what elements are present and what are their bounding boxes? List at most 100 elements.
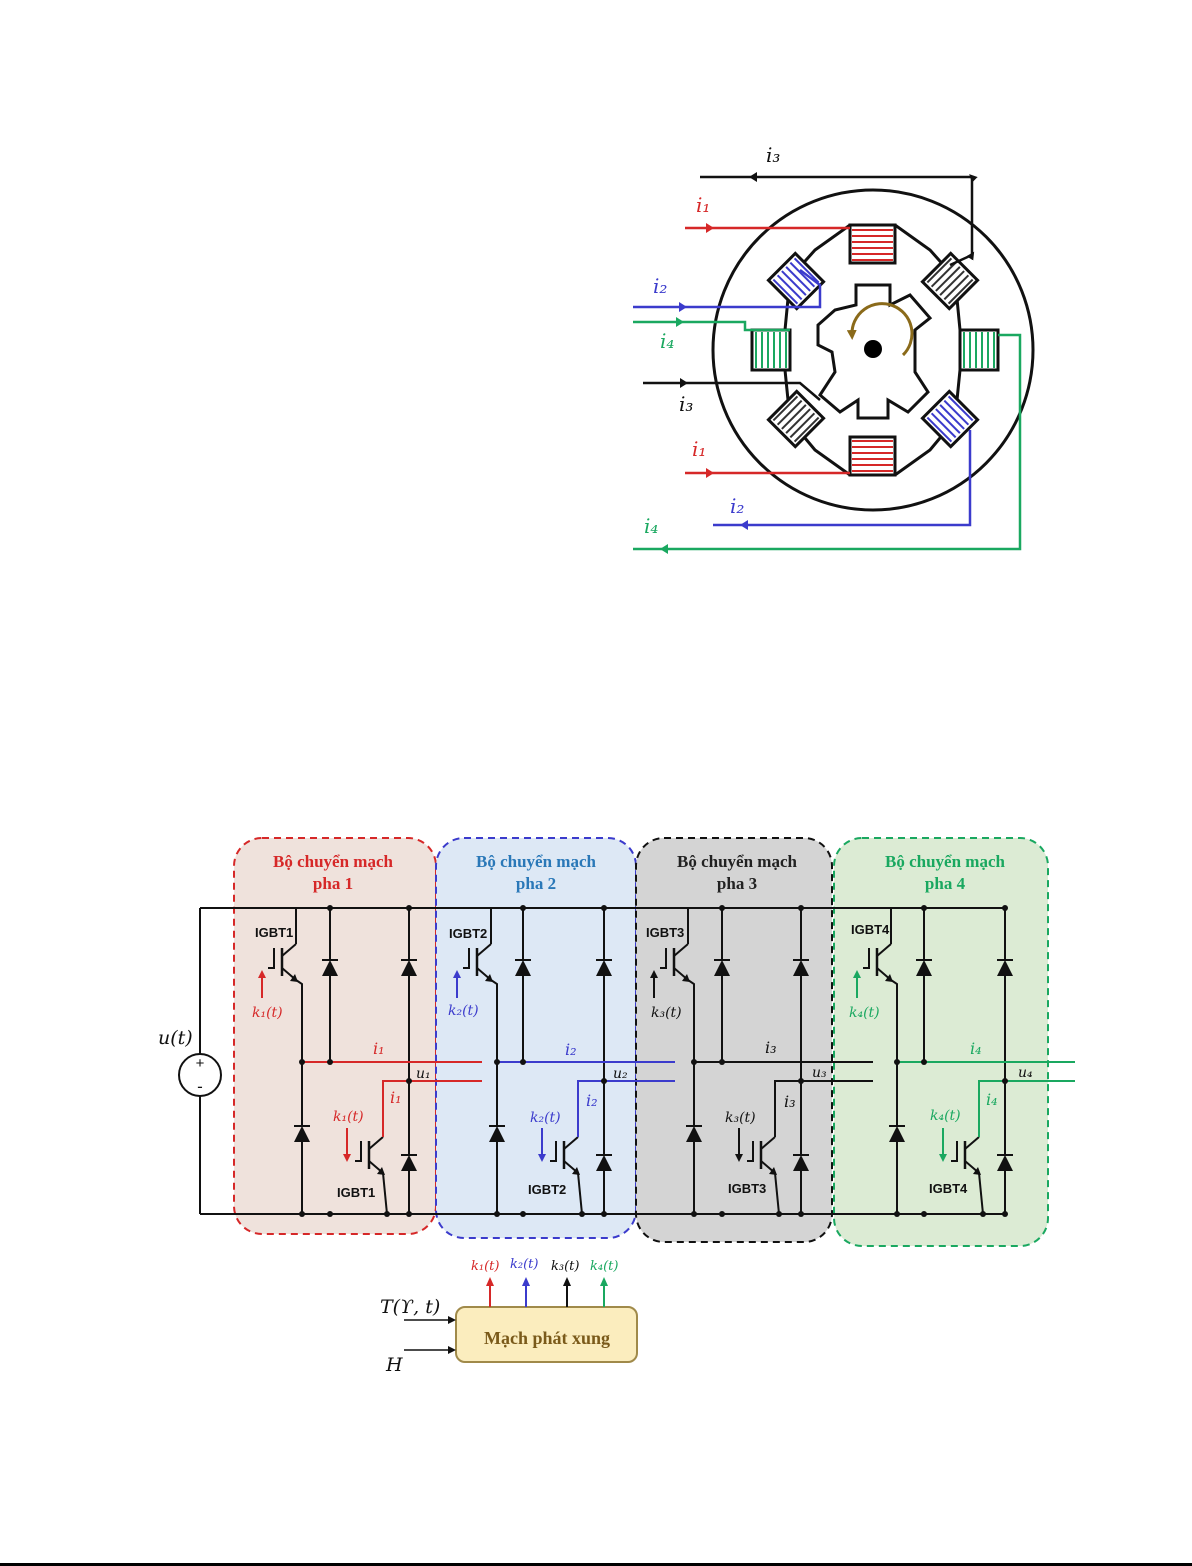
phase2-top-node-0 xyxy=(520,905,526,911)
phase3-igbt-top-label: IGBT3 xyxy=(646,925,684,940)
phase1-node-upper xyxy=(299,1059,305,1065)
label-i1-bottom: i₁ xyxy=(692,437,706,461)
phase2-k-bottom-label: k₂(t) xyxy=(530,1110,561,1126)
phase3-title-line2: pha 3 xyxy=(717,874,757,893)
phase3-i-lower-label: i₃ xyxy=(784,1092,796,1111)
pulse-generator-label: Mạch phát xung xyxy=(484,1328,610,1348)
phase2-node-diode xyxy=(520,1059,526,1065)
input-H-arrow-icon xyxy=(448,1346,456,1354)
phase2-title-line2: pha 2 xyxy=(516,874,556,893)
source-label: u(t) xyxy=(158,1027,193,1049)
phase1-node-lower xyxy=(406,1078,412,1084)
phase2-u-label: u₂ xyxy=(613,1066,628,1082)
phase1-box xyxy=(234,838,436,1234)
phase4-rail-node-2 xyxy=(980,1211,986,1217)
phase3-u-label: u₃ xyxy=(812,1065,827,1081)
phase4-node-upper xyxy=(894,1059,900,1065)
output-k2-label: k₂(t) xyxy=(510,1257,538,1272)
phase1-k-top-label: k₁(t) xyxy=(252,1005,283,1021)
phase1-title-line2: pha 1 xyxy=(313,874,353,893)
phase3-igbt-bottom-label: IGBT3 xyxy=(728,1181,766,1196)
phase2-rail-node-3 xyxy=(601,1211,607,1217)
phase2-igbt-bottom-label: IGBT2 xyxy=(528,1182,566,1197)
label-i3-mid: i₃ xyxy=(679,392,693,416)
phase4-i-upper-label: i₄ xyxy=(970,1039,982,1058)
label-i4-bottom: i₄ xyxy=(644,514,658,538)
phase4-title-line1: Bộ chuyển mạch xyxy=(885,852,1006,871)
phase1-title-line1: Bộ chuyển mạch xyxy=(273,852,394,871)
label-i2-bottom: i₂ xyxy=(730,494,744,518)
phase2-rail-node-1 xyxy=(520,1211,526,1217)
phase1-node-diode xyxy=(327,1059,333,1065)
phase2-igbt-top-label: IGBT2 xyxy=(449,926,487,941)
motor-cross-section: i₃ i₁ i₂ i₄ i₃ i₁ i₂ i₄ xyxy=(633,143,1033,554)
output-k4-label: k₄(t) xyxy=(590,1259,618,1274)
phase4-title-line2: pha 4 xyxy=(925,874,966,893)
pulse-generator: Mạch phát xung T(ϒ, t) H k₁(t) k₂(t) k₃(… xyxy=(380,1257,637,1376)
phase1-i-upper-label: i₁ xyxy=(373,1039,385,1058)
input-T-arrow-icon xyxy=(448,1316,456,1324)
phase3-node-upper xyxy=(691,1059,697,1065)
label-i1-top: i₁ xyxy=(696,193,710,217)
phase2-rail-node-2 xyxy=(579,1211,585,1217)
phase4-k-bottom-label: k₄(t) xyxy=(930,1108,961,1124)
phase3-rail-node-3 xyxy=(798,1211,804,1217)
phase1-rail-node-0 xyxy=(299,1211,305,1217)
phase2-i-lower-label: i₂ xyxy=(586,1091,598,1110)
phase3-title-line1: Bộ chuyển mạch xyxy=(677,852,798,871)
phase1-rail-node-3 xyxy=(406,1211,412,1217)
phase4-k-top-label: k₄(t) xyxy=(849,1005,880,1021)
output-k1-label: k₁(t) xyxy=(471,1259,499,1274)
dc-source-plus: + xyxy=(196,1055,205,1072)
phase3-top-node-1 xyxy=(798,905,804,911)
phase2-title-line1: Bộ chuyển mạch xyxy=(476,852,597,871)
phase1-i-lower-label: i₁ xyxy=(390,1088,402,1107)
phase3-rail-node-1 xyxy=(719,1211,725,1217)
phase4-rail-node-3 xyxy=(1002,1211,1008,1217)
dc-source-minus: - xyxy=(197,1077,203,1096)
phase3-rail-node-2 xyxy=(776,1211,782,1217)
phase4-top-node-1 xyxy=(1002,905,1008,911)
phase1-rail-node-2 xyxy=(384,1211,390,1217)
phase3-top-node-0 xyxy=(719,905,725,911)
label-i2-top: i₂ xyxy=(653,274,667,298)
phase2-box xyxy=(436,838,636,1238)
phase3-rail-node-0 xyxy=(691,1211,697,1217)
phase2-k-top-label: k₂(t) xyxy=(448,1003,479,1019)
phase2-rail-node-0 xyxy=(494,1211,500,1217)
phase4-igbt-top-label: IGBT4 xyxy=(851,922,890,937)
phase3-i-upper-label: i₃ xyxy=(765,1038,777,1057)
phase4-i-lower-label: i₄ xyxy=(986,1090,998,1109)
phase3-k-top-label: k₃(t) xyxy=(651,1005,682,1021)
phase1-igbt-bottom-label: IGBT1 xyxy=(337,1185,375,1200)
phase4-top-node-0 xyxy=(921,905,927,911)
phase1-igbt-top-label: IGBT1 xyxy=(255,925,293,940)
phase2-node-upper xyxy=(494,1059,500,1065)
phase3-node-lower xyxy=(798,1078,804,1084)
pulse-outputs xyxy=(486,1277,608,1307)
shaft xyxy=(864,340,882,358)
phase2-i-upper-label: i₂ xyxy=(565,1040,577,1059)
phase4-rail-node-1 xyxy=(921,1211,927,1217)
phase1-top-node-1 xyxy=(406,905,412,911)
phase4-node-diode xyxy=(921,1059,927,1065)
phase1-k-bottom-label: k₁(t) xyxy=(333,1109,364,1125)
phase2-node-lower xyxy=(601,1078,607,1084)
phase2-top-node-1 xyxy=(601,905,607,911)
output-k3-label: k₃(t) xyxy=(551,1259,579,1274)
label-i3-top: i₃ xyxy=(766,143,780,167)
label-i4-mid: i₄ xyxy=(660,329,674,353)
phase4-u-label: u₄ xyxy=(1018,1065,1033,1081)
phase4-igbt-bottom-label: IGBT4 xyxy=(929,1181,968,1196)
input-T-label: T(ϒ, t) xyxy=(380,1296,440,1318)
phase3-k-bottom-label: k₃(t) xyxy=(725,1110,756,1126)
phase3-node-diode xyxy=(719,1059,725,1065)
phase4-node-lower xyxy=(1002,1078,1008,1084)
phase1-top-node-0 xyxy=(327,905,333,911)
phase1-u-label: u₁ xyxy=(416,1066,431,1082)
input-H-label: H xyxy=(385,1354,403,1376)
phase1-rail-node-1 xyxy=(327,1211,333,1217)
converter-circuit: Bộ chuyển mạch pha 1 Bộ chuyển mạch pha … xyxy=(158,838,1075,1246)
phase4-rail-node-0 xyxy=(894,1211,900,1217)
